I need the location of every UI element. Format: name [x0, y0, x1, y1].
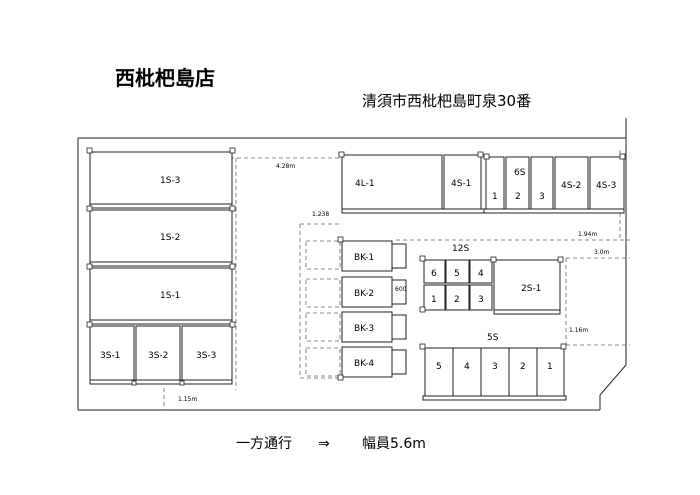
unit-12s-6-label: 6: [431, 269, 437, 279]
unit-2s: 2S-1: [490, 256, 564, 315]
unit-2s-1-label: 2S-1: [521, 284, 541, 294]
unit-4s-3-label: 4S-3: [596, 181, 616, 191]
dim-1-238: 1.238: [312, 211, 329, 218]
unit-bk-2[interactable]: [341, 276, 393, 308]
road-width-label: 幅員5.6m: [362, 436, 426, 452]
section-6s-label: 6S: [514, 168, 526, 178]
unit-12s-1[interactable]: [423, 284, 446, 311]
unit-3s-3[interactable]: [181, 325, 233, 383]
unit-2s-1[interactable]: [493, 259, 561, 313]
address: 清須市西枇杷島町泉30番: [362, 92, 531, 110]
unit-12s-6[interactable]: [423, 259, 446, 284]
unit-6s-1[interactable]: [485, 156, 505, 212]
unit-5s-2[interactable]: [508, 347, 538, 399]
unit-1s-2-label: 1S-2: [160, 233, 180, 243]
unit-4s-2-label: 4S-2: [561, 181, 581, 191]
property-boundary: [77, 118, 627, 411]
unit-1s-3-label: 1S-3: [160, 176, 180, 186]
unit-1s-3[interactable]: [89, 151, 233, 207]
units-3s: 3S-1 3S-2 3S-3: [86, 321, 236, 386]
unit-4l-1-label: 4L-1: [355, 179, 375, 189]
store-name: 西枇杷島店: [115, 66, 215, 90]
dim-1-94: 1.94m: [578, 231, 597, 238]
dashed-guides: [163, 150, 630, 410]
unit-5s-5[interactable]: [424, 347, 454, 399]
unit-4l-1[interactable]: [341, 154, 443, 212]
units-1s: 1S-3 1S-2 1S-1: [86, 147, 236, 325]
unit-5s-1-label: 1: [547, 362, 553, 372]
unit-6s-3[interactable]: [530, 156, 554, 212]
unit-12s-4-label: 4: [478, 269, 484, 279]
unit-5s-1[interactable]: [536, 347, 565, 399]
unit-6s-2[interactable]: [505, 156, 530, 212]
unit-12s-1-label: 1: [431, 295, 437, 305]
unit-3s-2[interactable]: [135, 325, 181, 383]
unit-12s-5-label: 5: [454, 269, 460, 279]
unit-6s-1-label: 1: [492, 192, 498, 202]
unit-3s-2-label: 3S-2: [148, 351, 168, 361]
unit-bk-1[interactable]: [341, 240, 393, 272]
unit-12s-3-label: 3: [478, 295, 484, 305]
unit-5s-2-label: 2: [520, 362, 526, 372]
unit-5s-4[interactable]: [452, 347, 482, 399]
unit-6s-2-label: 2: [515, 192, 521, 202]
units-5s: 5S 5 4 3 2 1: [419, 333, 567, 401]
unit-bk-4-label: BK-4: [354, 359, 374, 369]
unit-3s-3-label: 3S-3: [196, 351, 216, 361]
unit-5s-3[interactable]: [480, 347, 510, 399]
dimension-labels: 4.28m 1.238 1.94m 3.0m 600 1.16m 1.15m: [178, 163, 610, 403]
section-5s-label: 5S: [487, 333, 499, 343]
unit-3s-1-label: 3S-1: [100, 351, 120, 361]
unit-5s-4-label: 4: [464, 362, 470, 372]
unit-12s-2[interactable]: [445, 284, 470, 311]
unit-4s-1-label: 4S-1: [451, 179, 471, 189]
unit-bk-3-label: BK-3: [354, 324, 374, 334]
dim-3-0: 3.0m: [594, 249, 610, 256]
arrow-icon: ⇒: [318, 436, 330, 452]
unit-bk-1-label: BK-1: [354, 253, 374, 263]
one-way-label: 一方通行: [236, 436, 292, 452]
unit-5s-3-label: 3: [492, 362, 498, 372]
unit-4s-1[interactable]: [443, 154, 482, 212]
units-12s: 12S 6 5 4 1 2 3: [419, 244, 493, 313]
dim-4-28: 4.28m: [276, 163, 295, 170]
unit-bk-2-label: BK-2: [354, 289, 374, 299]
units-top-row: 4L-1 4S-1 6S 1 2 3 4S-2 4S-3: [338, 151, 626, 214]
unit-4s-3[interactable]: [589, 156, 625, 212]
units-bk: BK-1 BK-2 BK-3 BK-4: [305, 236, 407, 381]
unit-12s-3[interactable]: [469, 284, 493, 311]
unit-12s-4[interactable]: [469, 259, 493, 284]
dim-1-15: 1.15m: [178, 396, 197, 403]
unit-1s-1-label: 1S-1: [160, 291, 180, 301]
dim-600: 600: [395, 286, 407, 293]
section-12s-label: 12S: [452, 244, 469, 254]
unit-6s-3-label: 3: [539, 192, 545, 202]
dim-1-16: 1.16m: [569, 327, 588, 334]
unit-5s-5-label: 5: [436, 362, 442, 372]
unit-12s-2-label: 2: [454, 295, 460, 305]
unit-12s-5[interactable]: [445, 259, 470, 284]
